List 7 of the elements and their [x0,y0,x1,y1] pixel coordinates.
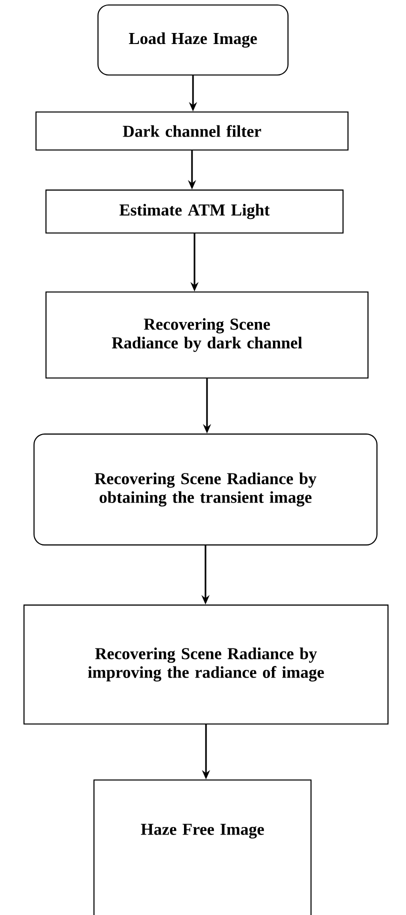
process-box: Haze Free Image [93,779,312,915]
rounded-process-box: Recovering Scene Radiance by obtaining the transient image [34,434,378,546]
process-box: Recovering Scene Radiance by dark channel [45,291,369,379]
process-box: Estimate ATM Light [45,190,344,234]
process-box: Dark channel filter [35,111,349,151]
rounded-process-box: Load Haze Image [97,4,289,76]
process-box: Recovering Scene Radiance by improving the radiance of image [23,604,389,724]
